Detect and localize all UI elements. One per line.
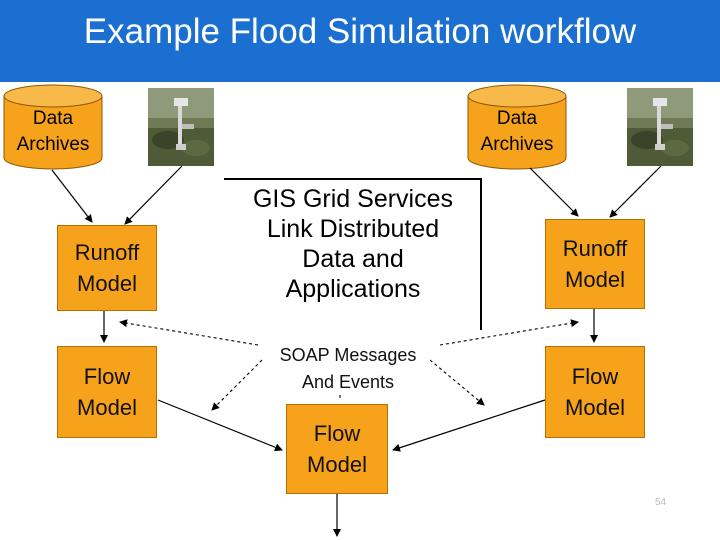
- flow-model-box-center: Flow Model: [286, 404, 388, 494]
- arrow-archive-to-runoff-left: [51, 169, 93, 223]
- arrow-photo-to-runoff-left: [124, 165, 183, 225]
- slide-title: Example Flood Simulation workflow: [83, 12, 637, 51]
- cylinder-icon: [467, 84, 567, 170]
- gis-line-1: GIS Grid Services: [252, 185, 454, 213]
- box-line-2: Model: [565, 267, 625, 292]
- data-archives-label: Data Archives: [3, 106, 103, 158]
- gis-line-3: Data and: [302, 245, 404, 273]
- soap-line-2: And Events: [301, 372, 395, 392]
- gis-line-2: Link Distributed: [266, 215, 440, 243]
- arrow-flow-right-to-center: [392, 399, 546, 452]
- box-line-1: Flow: [313, 421, 361, 446]
- box-line-2: Model: [77, 395, 137, 420]
- runoff-model-box-right: Runoff Model: [545, 219, 645, 309]
- archives-line-1: Data: [32, 108, 74, 129]
- archives-line-2: Archives: [480, 134, 554, 155]
- box-line-2: Model: [307, 452, 367, 477]
- flow-model-box-right: Flow Model: [545, 346, 645, 438]
- gis-frame: [224, 178, 482, 330]
- title-bar: [0, 0, 720, 82]
- flow-model-box-left: Flow Model: [57, 346, 157, 438]
- box-line-1: Flow: [571, 364, 619, 389]
- data-archives-right: Data Archives: [467, 84, 567, 170]
- field-station-photo-right: [627, 88, 693, 166]
- soap-line-1: SOAP Messages: [279, 345, 417, 365]
- runoff-model-box-left: Runoff Model: [57, 225, 157, 311]
- gis-services-text: GIS Grid Services Link Distributed Data …: [224, 178, 482, 336]
- arrow-flow-left-to-center: [157, 399, 283, 452]
- archives-line-1: Data: [496, 108, 538, 129]
- arrow-photo-to-runoff-right: [609, 165, 662, 218]
- field-station-photo-left: [148, 88, 214, 166]
- box-line-2: Model: [77, 271, 137, 296]
- gis-line-4: Applications: [285, 275, 421, 303]
- box-line-1: Runoff: [74, 240, 140, 265]
- box-line-2: Model: [565, 395, 625, 420]
- cylinder-icon: [3, 84, 103, 170]
- dashed-arrow-runoff-right: [439, 319, 579, 346]
- arrow-archive-to-runoff-right: [529, 167, 579, 217]
- archives-line-2: Archives: [16, 134, 90, 155]
- data-archives-label: Data Archives: [467, 106, 567, 158]
- page-number: 54: [655, 497, 667, 508]
- soap-messages-label: SOAP Messages And Events: [248, 342, 448, 396]
- box-line-1: Flow: [83, 364, 131, 389]
- dashed-arrow-runoff-left: [119, 319, 259, 346]
- data-archives-left: Data Archives: [3, 84, 103, 170]
- box-line-1: Runoff: [562, 236, 628, 261]
